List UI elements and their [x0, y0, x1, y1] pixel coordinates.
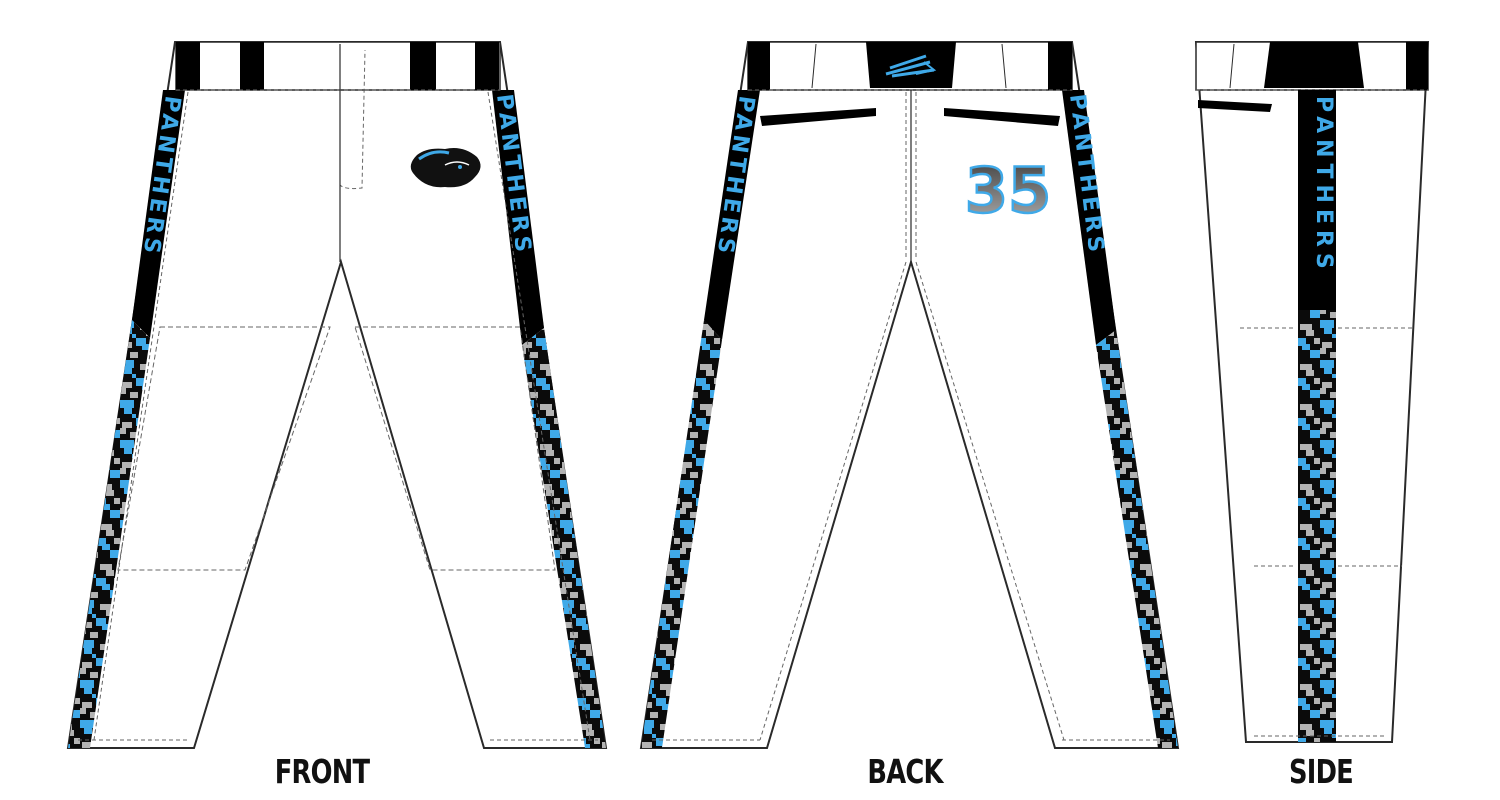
front-left-stripe-upper	[132, 90, 185, 338]
back-left-stripe-camo	[641, 320, 722, 748]
side-belt-loop	[1406, 42, 1428, 90]
back-left-stripe-upper	[704, 90, 760, 340]
panther-head-logo	[406, 148, 481, 189]
back-right-pocket	[944, 108, 1060, 126]
back-left-pocket	[760, 108, 876, 126]
side-stripe-camo	[1298, 310, 1336, 742]
side-view: PANTHERS	[1194, 41, 1430, 743]
back-belt-loop	[1048, 42, 1072, 90]
back-belt-loop	[748, 42, 770, 90]
trident-brand-logo	[885, 54, 937, 78]
front-belt-loop	[240, 42, 264, 90]
back-pants-body	[639, 41, 1180, 749]
front-right-stripe-camo	[522, 328, 606, 748]
front-belt-loop	[176, 42, 200, 90]
view-label-front: FRONT	[274, 752, 370, 791]
front-right-knee-panel	[354, 326, 556, 571]
front-belt-loop	[410, 42, 436, 90]
back-view: PANTHERS PANTHERS 35	[639, 41, 1180, 749]
back-right-stripe-camo	[1096, 330, 1178, 748]
side-yoke-patch	[1264, 42, 1364, 88]
side-team-name: PANTHERS	[1311, 96, 1336, 275]
side-stripe-upper	[1298, 90, 1336, 310]
front-waistband	[175, 41, 501, 91]
back-right-stripe-upper	[1062, 90, 1116, 345]
back-yoke-patch	[866, 42, 956, 88]
player-number: 35	[965, 154, 1051, 227]
front-left-stripe-camo	[68, 320, 150, 748]
side-pocket	[1198, 100, 1272, 112]
view-label-side: SIDE	[1289, 752, 1354, 791]
front-right-stripe-upper	[492, 90, 544, 345]
front-left-knee-panel	[117, 326, 331, 571]
view-label-back: BACK	[867, 752, 943, 791]
front-belt-loop	[475, 42, 499, 90]
front-view: PANTHERS PANTHERS	[66, 41, 608, 749]
